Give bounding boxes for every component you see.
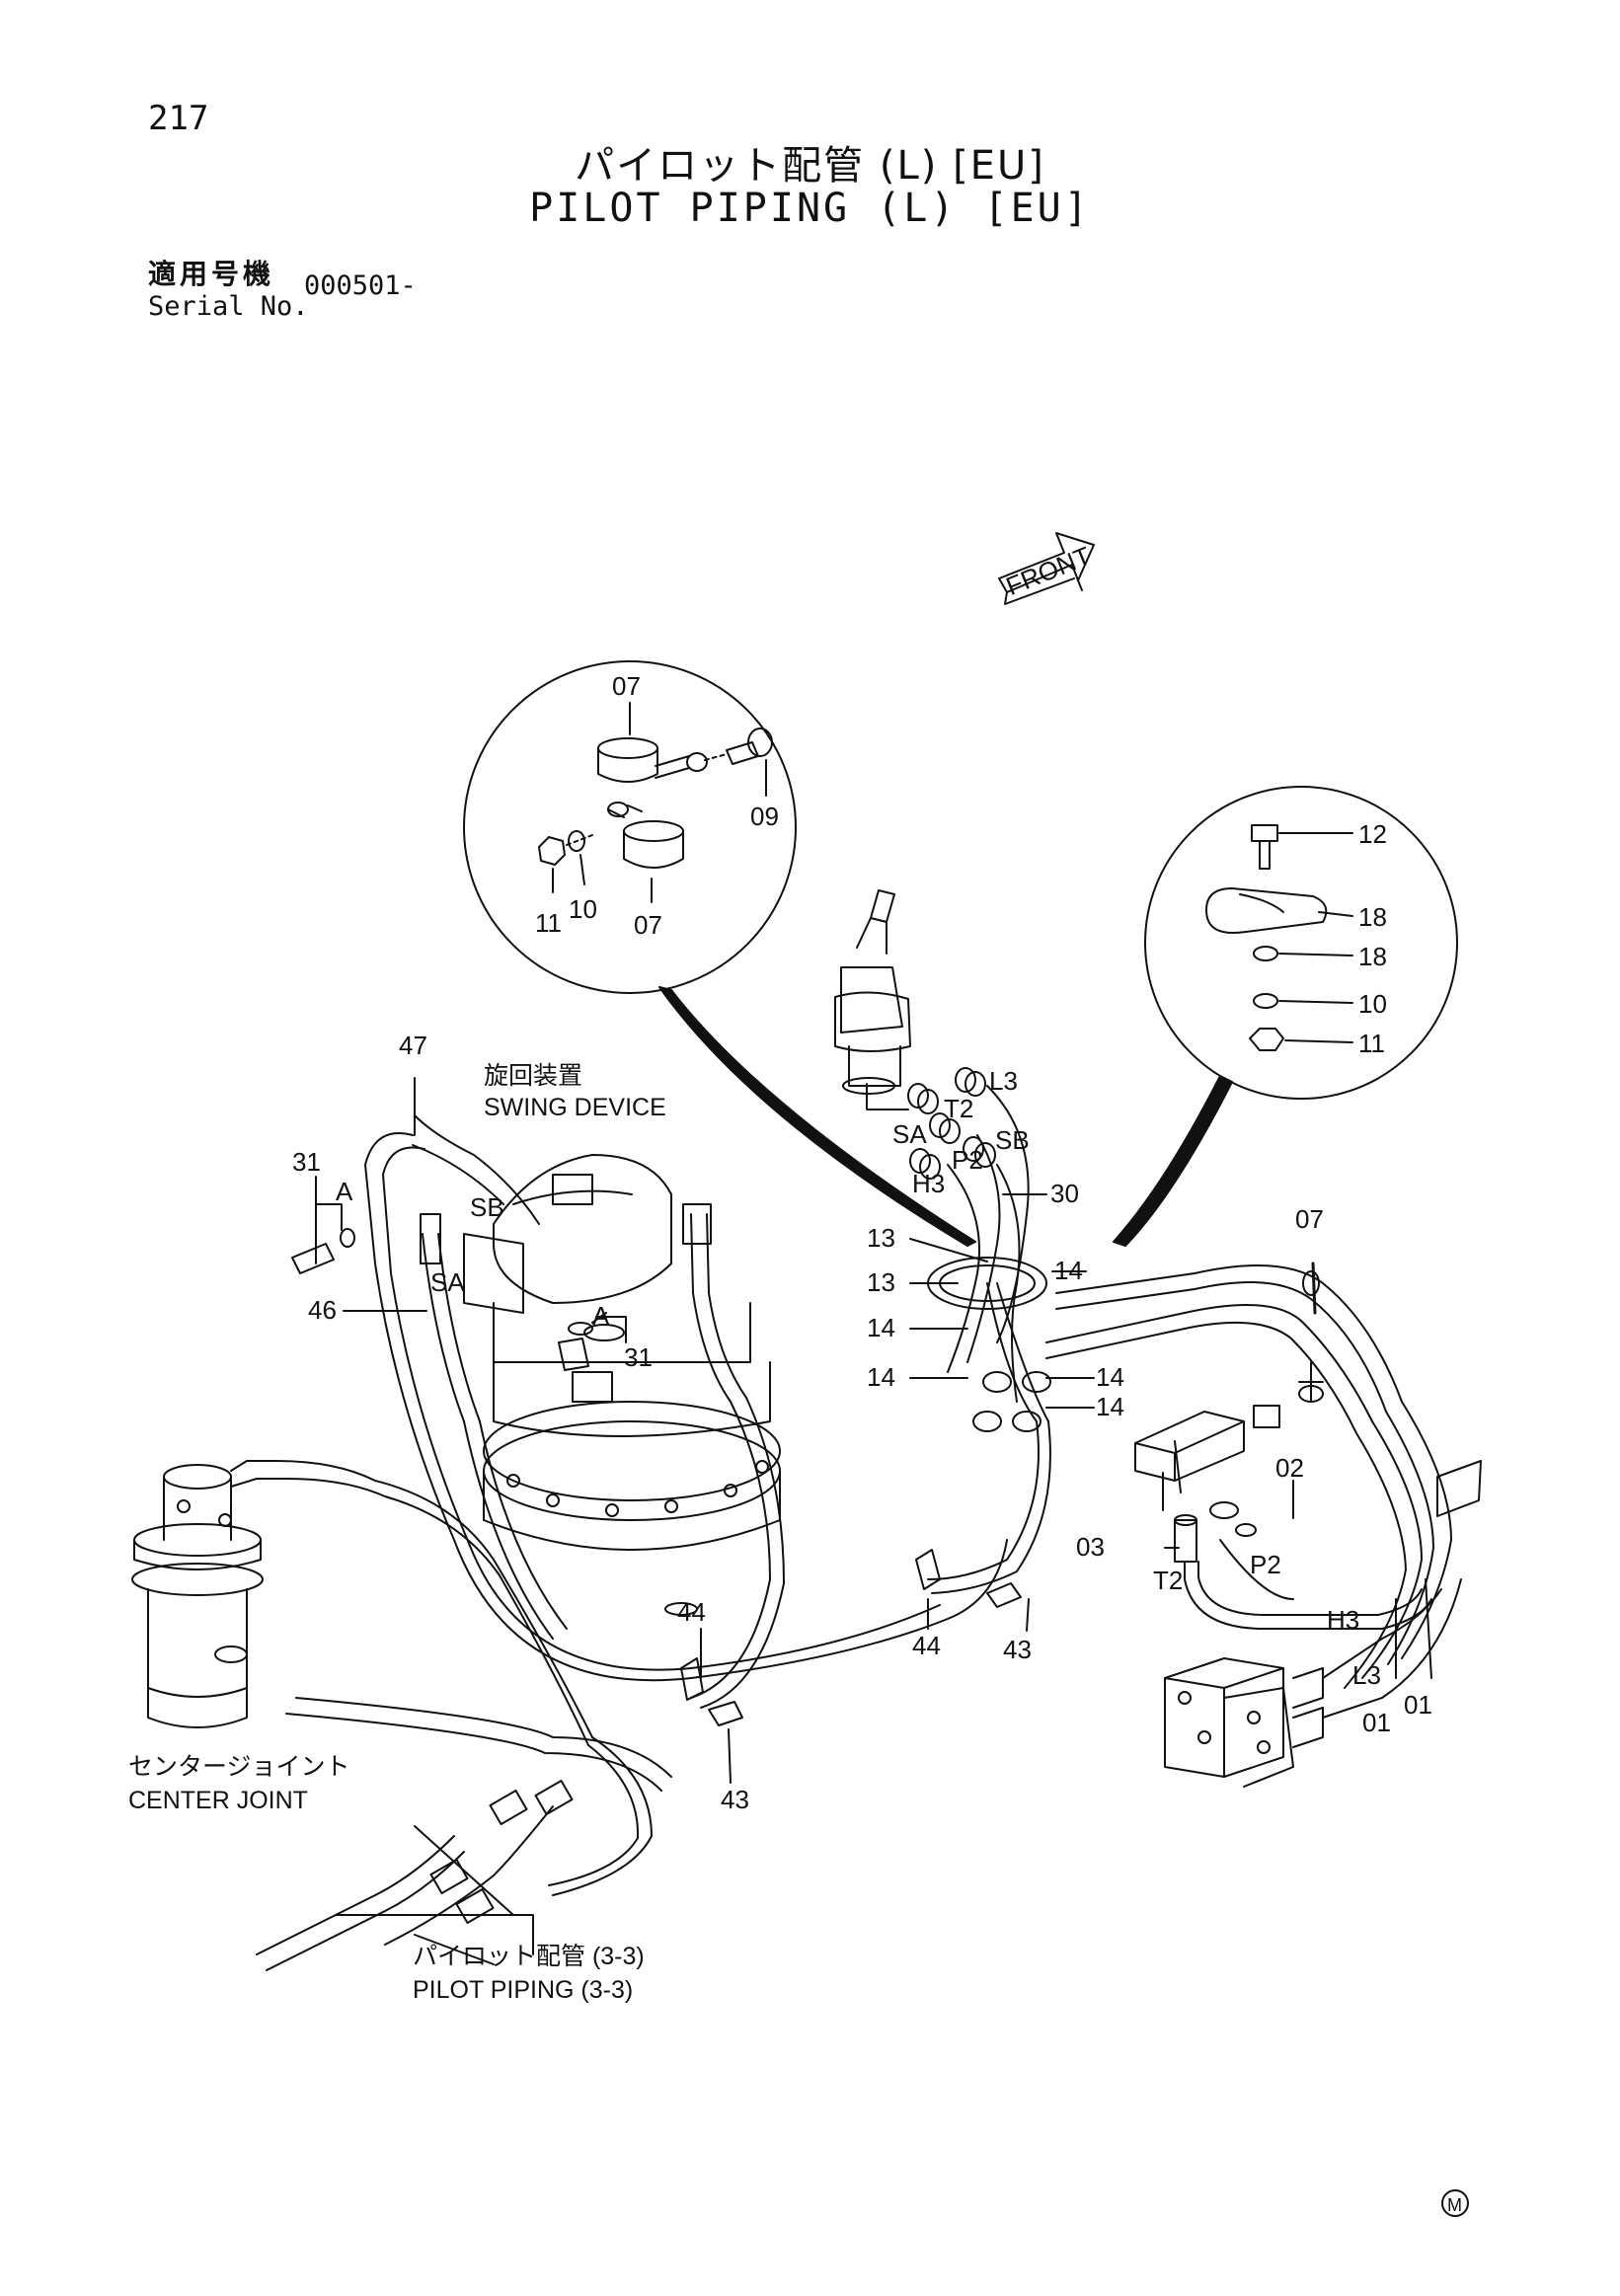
callout-13-bottom: 13 <box>867 1267 895 1297</box>
view-a-marker-right: A <box>592 1301 610 1331</box>
page-number: 217 <box>148 99 209 138</box>
port-SB-valve: SB <box>995 1125 1030 1155</box>
callout-43-left: 43 <box>721 1785 749 1814</box>
swing-hoses <box>364 1114 1008 1709</box>
callout-18-clamp: 18 <box>1358 902 1387 932</box>
callout-46: 46 <box>308 1295 337 1325</box>
port-SB-swing: SB <box>470 1192 504 1222</box>
port-L3-valve: L3 <box>989 1066 1018 1096</box>
serial-label-english: Serial No. <box>148 291 309 322</box>
callout-18-washer: 18 <box>1358 942 1387 971</box>
port-H3-valve: H3 <box>912 1169 945 1198</box>
front-label: FRONT <box>1002 541 1095 601</box>
pilot-piping-caption-ja: パイロット配管 (3-3) <box>413 1943 645 1970</box>
callout-11-clamp: 11 <box>535 908 562 938</box>
callout-leaders <box>315 1077 1432 1784</box>
port-H3-block: H3 <box>1327 1605 1359 1635</box>
port-SA-valve: SA <box>892 1119 927 1149</box>
port-T2-valve: T2 <box>944 1094 973 1123</box>
detail-circle-clamp: 07 09 10 11 07 <box>463 660 976 1247</box>
callout-10-stack: 10 <box>1358 989 1387 1019</box>
swing-device-caption-ja: 旋回装置 <box>484 1062 582 1090</box>
center-joint <box>131 1460 672 1896</box>
center-joint-caption-ja: センタージョイント <box>128 1753 350 1781</box>
callout-02: 02 <box>1275 1453 1304 1483</box>
lower-right-valve-block <box>1164 1578 1462 1788</box>
port-SA-swing: SA <box>430 1267 465 1297</box>
port-P2-block: P2 <box>1250 1550 1281 1579</box>
center-joint-caption-en: CENTER JOINT <box>128 1787 308 1814</box>
solenoid-valve-block <box>1134 1405 1432 1630</box>
pilot-hose-bundle <box>927 1085 1482 1689</box>
view-a-marker-left: A <box>336 1177 353 1206</box>
callout-14-right-mid: 14 <box>1096 1362 1124 1392</box>
callout-44-right: 44 <box>912 1631 941 1660</box>
swing-device <box>463 1154 781 1551</box>
serial-label-japanese: 適用号機 <box>148 258 275 290</box>
callout-47: 47 <box>399 1031 427 1060</box>
callout-12: 12 <box>1358 819 1387 849</box>
callout-03: 03 <box>1076 1532 1105 1562</box>
callout-14-right-low: 14 <box>1096 1392 1124 1421</box>
port-T2-block: T2 <box>1153 1566 1183 1595</box>
callout-10-clamp: 10 <box>569 894 597 924</box>
pilot-piping-3-3-section <box>256 1779 574 1971</box>
callout-01-right: 01 <box>1404 1690 1432 1720</box>
callout-11-stack: 11 <box>1358 1029 1385 1058</box>
callout-09: 09 <box>750 802 779 831</box>
serial-number-value: 000501- <box>304 270 417 301</box>
swing-device-caption-en: SWING DEVICE <box>484 1094 666 1121</box>
callout-44-left: 44 <box>677 1597 706 1627</box>
clamp-bands <box>680 1549 1022 1726</box>
callout-30: 30 <box>1050 1179 1079 1208</box>
callout-13-top: 13 <box>867 1223 895 1253</box>
callout-07-bottom: 07 <box>634 910 662 940</box>
port-L3-block: L3 <box>1352 1660 1381 1690</box>
callout-14-upper-left: 14 <box>867 1313 895 1342</box>
pilot-piping-caption-en: PILOT PIPING (3-3) <box>413 1976 633 2004</box>
callout-43-right: 43 <box>1003 1635 1032 1664</box>
pilot-control-valve <box>834 889 996 1180</box>
callout-31-left: 31 <box>292 1147 321 1177</box>
callout-14-right-top: 14 <box>1054 1256 1083 1285</box>
m-mark-symbol: M <box>1441 2189 1469 2217</box>
callout-31-right: 31 <box>624 1342 653 1372</box>
m-mark-letter: M <box>1447 2195 1462 2215</box>
detail-circle-bolt-stack: 12 18 18 10 11 <box>1113 786 1458 1247</box>
port-P2-valve: P2 <box>952 1145 983 1175</box>
front-direction-arrow: FRONT <box>998 532 1095 605</box>
swing-fittings <box>291 1203 627 1371</box>
page-title-japanese: パイロット配管 (L) [EU] <box>575 143 1045 189</box>
callout-01-left: 01 <box>1362 1708 1391 1737</box>
page-title-english: PILOT PIPING (L) [EU] <box>529 186 1091 231</box>
callout-07-top: 07 <box>612 671 641 701</box>
callout-14-lower-left: 14 <box>867 1362 895 1392</box>
callout-07-bundle: 07 <box>1295 1204 1324 1234</box>
